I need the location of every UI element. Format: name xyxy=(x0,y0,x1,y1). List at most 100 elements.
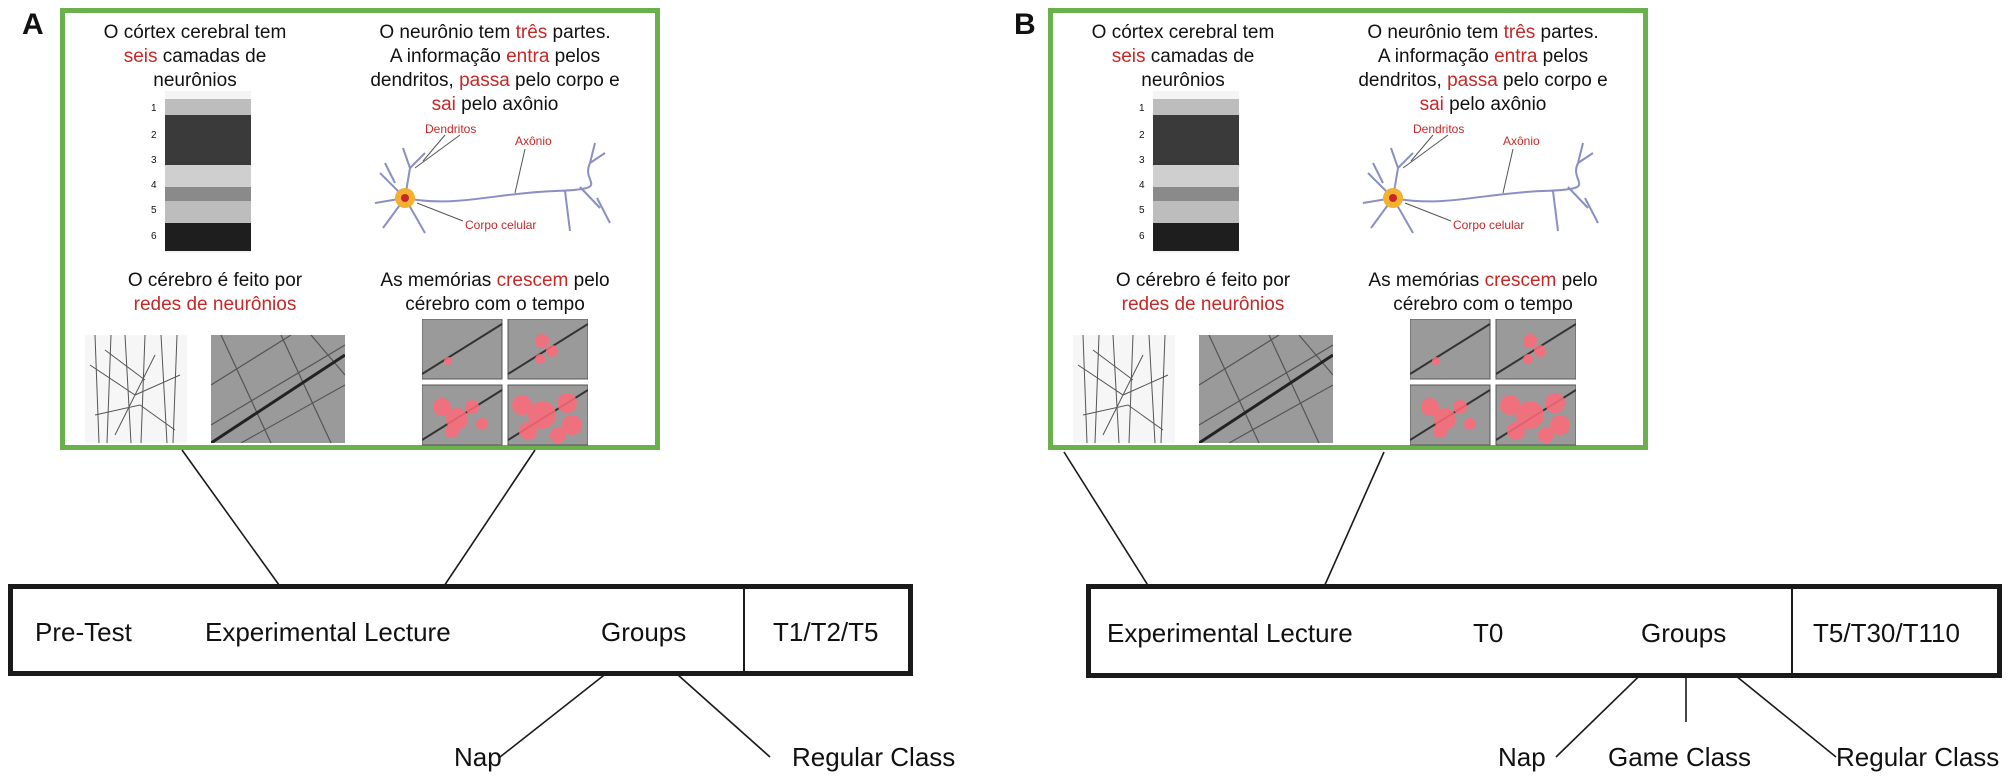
caption-highlight: seis xyxy=(1111,46,1146,67)
caption-highlight: entra xyxy=(506,46,550,67)
memory-caption: As memórias crescem pelo cérebro com o t… xyxy=(365,269,625,317)
network-caption: O cérebro é feito por redes de neurônios xyxy=(105,269,325,317)
timeline-item-tests: T5/T30/T110 xyxy=(1813,618,1960,648)
caption-line: A informação xyxy=(389,46,507,67)
layer-number: 6 xyxy=(1139,231,1145,242)
caption-highlight: sai xyxy=(1419,94,1444,115)
layer-number: 4 xyxy=(151,180,157,191)
caption-line: O neurônio tem xyxy=(1367,22,1504,43)
caption-line: pelo axônio xyxy=(455,94,559,115)
caption-highlight: entra xyxy=(1494,46,1538,67)
caption-line: cérebro com o tempo xyxy=(1393,294,1573,315)
caption-line: pelo corpo e xyxy=(509,70,620,91)
caption-line: camadas de xyxy=(157,46,267,67)
layer-number: 6 xyxy=(151,231,157,242)
neuron-label-axon: Axônio xyxy=(515,134,552,148)
caption-line: dendritos, xyxy=(370,70,460,91)
memory-growth-grid xyxy=(422,319,588,446)
panel-a: A O córtex cerebral tem seis camadas de … xyxy=(8,8,956,772)
caption-highlight: passa xyxy=(459,70,510,91)
caption-line: O córtex cerebral tem xyxy=(103,22,287,43)
neuron-caption: O neurônio tem três partes. A informação… xyxy=(1338,21,1628,117)
cortex-caption: O córtex cerebral tem seis camadas de ne… xyxy=(1073,21,1293,93)
neuron-label-cell-body: Corpo celular xyxy=(465,218,536,232)
caption-line: pelos xyxy=(549,46,601,67)
timeline-item-tests: T1/T2/T5 xyxy=(773,617,879,647)
timeline-divider xyxy=(1791,589,1793,673)
layer-number: 3 xyxy=(1139,155,1145,166)
memory-growth-grid xyxy=(1410,319,1576,446)
caption-highlight: três xyxy=(1503,22,1536,43)
leaf-network-image xyxy=(211,335,345,443)
panel-b: B O córtex cerebral tem seis camadas de … xyxy=(1004,0,2008,778)
caption-highlight: sai xyxy=(431,94,456,115)
caption-line: partes. xyxy=(547,22,611,43)
timeline-item-experimental-lecture: Experimental Lecture xyxy=(205,617,451,647)
branch-label-nap: Nap xyxy=(1498,742,1546,772)
caption-highlight: crescem xyxy=(496,270,569,291)
branch-label-nap: Nap xyxy=(454,742,502,772)
caption-line: pelo xyxy=(568,270,610,291)
layer-number: 5 xyxy=(1139,205,1145,216)
cortex-caption: O córtex cerebral tem seis camadas de ne… xyxy=(85,21,305,93)
caption-line: pelos xyxy=(1537,46,1589,67)
caption-highlight: três xyxy=(515,22,548,43)
layer-number: 2 xyxy=(1139,130,1145,141)
neuron-diagram: Dendritos Axônio Corpo celular xyxy=(374,122,611,234)
layer-number: 1 xyxy=(151,103,157,114)
caption-highlight: passa xyxy=(1447,70,1498,91)
panel-letter: B xyxy=(1014,8,1036,41)
caption-line: O cérebro é feito por xyxy=(127,270,303,291)
layer-number: 5 xyxy=(151,205,157,216)
caption-line: partes. xyxy=(1535,22,1599,43)
caption-highlight: redes de neurônios xyxy=(1121,294,1285,315)
neuron-label-axon: Axônio xyxy=(1503,134,1540,148)
timeline-bar: Experimental Lecture T0 Groups T5/T30/T1… xyxy=(1086,584,2002,678)
branch-label-regular-class: Regular Class xyxy=(1836,742,2000,772)
layer-number: 3 xyxy=(151,155,157,166)
timeline-item-groups: Groups xyxy=(1641,618,1727,648)
timeline-bar: Pre-Test Experimental Lecture Groups T1/… xyxy=(8,584,913,676)
lesson-content-box: O córtex cerebral tem seis camadas de ne… xyxy=(60,8,660,450)
neuron-caption: O neurônio tem três partes. A informação… xyxy=(350,21,640,117)
neuron-label-dendrites: Dendritos xyxy=(425,122,476,136)
timeline-item-pre-test: Pre-Test xyxy=(35,617,132,647)
memory-caption: As memórias crescem pelo cérebro com o t… xyxy=(1353,269,1613,317)
caption-highlight: crescem xyxy=(1484,270,1557,291)
leaf-network-image xyxy=(1199,335,1333,443)
neuron-label-cell-body: Corpo celular xyxy=(1453,218,1524,232)
timeline-item-t0: T0 xyxy=(1473,618,1504,648)
branch-label-game-class: Game Class xyxy=(1608,742,1752,772)
layer-number: 1 xyxy=(1139,103,1145,114)
caption-line: neurônios xyxy=(153,70,237,91)
neuron-diagram: Dendritos Axônio Corpo celular xyxy=(1362,122,1599,234)
caption-line: neurônios xyxy=(1141,70,1225,91)
network-caption: O cérebro é feito por redes de neurônios xyxy=(1093,269,1313,317)
lesson-content-box: O córtex cerebral tem seis camadas de ne… xyxy=(1048,8,1648,450)
caption-highlight: redes de neurônios xyxy=(133,294,297,315)
caption-line: pelo axônio xyxy=(1443,94,1547,115)
panel-letter: A xyxy=(22,8,44,41)
timeline-divider xyxy=(743,589,745,671)
neuron-network-drawing xyxy=(85,335,187,443)
timeline-item-experimental-lecture: Experimental Lecture xyxy=(1107,618,1353,648)
cortex-layers-image: 1 2 3 4 5 6 xyxy=(151,91,251,253)
caption-line: cérebro com o tempo xyxy=(405,294,585,315)
caption-line: As memórias xyxy=(380,270,497,291)
caption-line: camadas de xyxy=(1145,46,1255,67)
neuron-network-drawing xyxy=(1073,335,1175,443)
layer-number: 2 xyxy=(151,130,157,141)
caption-line: dendritos, xyxy=(1358,70,1448,91)
timeline-item-groups: Groups xyxy=(601,617,687,647)
layer-number: 4 xyxy=(1139,180,1145,191)
caption-line: pelo corpo e xyxy=(1497,70,1608,91)
branch-label-regular-class: Regular Class xyxy=(792,742,956,772)
caption-highlight: seis xyxy=(123,46,158,67)
caption-line: A informação xyxy=(1377,46,1495,67)
caption-line: O córtex cerebral tem xyxy=(1091,22,1275,43)
caption-line: O cérebro é feito por xyxy=(1115,270,1291,291)
cortex-layers-image: 1 2 3 4 5 6 xyxy=(1139,91,1239,253)
caption-line: As memórias xyxy=(1368,270,1485,291)
caption-line: pelo xyxy=(1556,270,1598,291)
caption-line: O neurônio tem xyxy=(379,22,516,43)
